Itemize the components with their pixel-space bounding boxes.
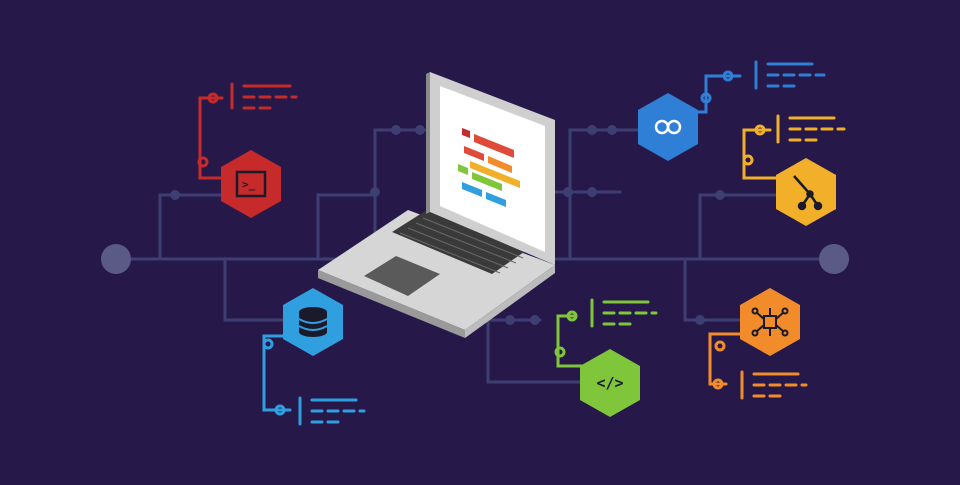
screen-bar <box>474 134 514 158</box>
keyboard-keys <box>399 217 524 274</box>
terminal-hex: >_ <box>221 150 281 218</box>
git-branch-icon <box>793 175 823 211</box>
git-hex <box>776 158 836 226</box>
screen-bar <box>462 128 470 138</box>
screen-code-bars <box>458 128 520 207</box>
pipeline-connector <box>688 60 826 114</box>
screen-bar <box>486 192 506 207</box>
svg-text:>_: >_ <box>242 178 256 191</box>
screen-bar <box>464 146 484 161</box>
pipeline-hex <box>638 93 698 161</box>
laptop-base-edge-left <box>318 270 465 338</box>
database-hex <box>283 288 343 356</box>
network-nodes-icon <box>751 307 789 337</box>
screen-bar <box>470 161 520 188</box>
code-connector <box>554 298 658 368</box>
terminal-icon: >_ <box>235 170 267 198</box>
code-hex: </> <box>580 349 640 417</box>
screen-bar <box>488 156 512 173</box>
touchpad <box>364 256 440 296</box>
git-connector <box>742 114 846 180</box>
network-connector <box>708 332 808 400</box>
laptop <box>318 72 555 338</box>
laptop-screen <box>440 86 545 252</box>
code-brackets-icon: </> <box>596 374 623 392</box>
screen-bar <box>462 182 482 197</box>
screen-bar <box>472 172 502 191</box>
screen-bar <box>458 164 468 175</box>
network-hex <box>740 288 800 356</box>
laptop-lid-edge <box>426 72 430 214</box>
infinity-loop-icon <box>654 119 682 135</box>
bus-end-nodes <box>101 244 849 274</box>
terminal-connector <box>197 82 298 180</box>
database-connector <box>262 334 366 426</box>
circuit-nodes <box>170 125 725 325</box>
laptop-base <box>318 210 555 330</box>
laptop-base-edge-right <box>465 265 555 338</box>
database-icon <box>298 307 328 337</box>
